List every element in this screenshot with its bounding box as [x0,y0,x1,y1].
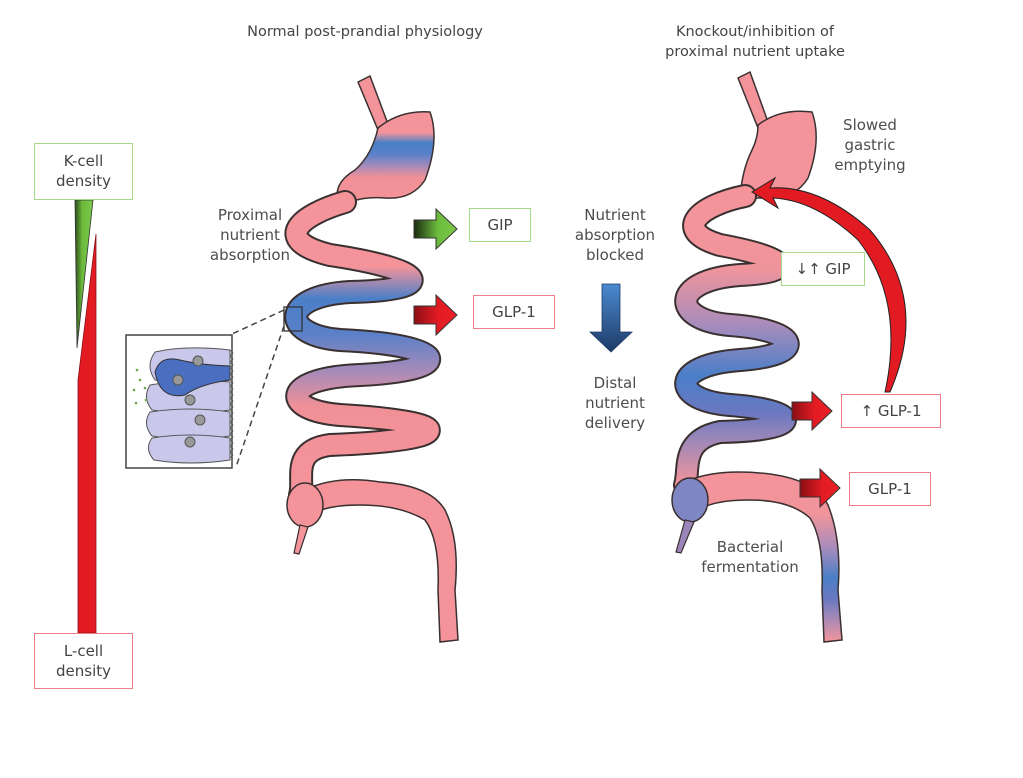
absorption-blocked-label: Nutrient absorption blocked [574,206,656,264]
slowed-gastric-emptying-label: Slowed gastric emptying [834,116,906,174]
normal-panel-title: Normal post-prandial physiology [247,24,483,40]
normal-esophagus [357,74,389,132]
ko-gip-label: ↓↑ GIP [781,252,865,286]
ko-glp1-arrow-upper [791,390,833,432]
gip-label: GIP [469,208,531,242]
ko-glp1-label: GLP-1 [849,472,931,506]
knockout-gut [671,70,843,643]
zoom-region-marker [283,306,303,332]
gip-arrow [413,207,458,251]
enteroendocrine-cell [154,358,231,397]
ko-caecum [671,477,709,523]
ko-glp1-arrow-lower [799,467,841,509]
feedback-arrow [751,176,907,393]
l-cell-density-label: L-cell density [34,633,133,689]
bacterial-fermentation-label: Bacterial fermentation [701,538,799,576]
ko-appendix [675,519,695,554]
ko-glp1-up-label: ↑ GLP-1 [841,394,941,428]
normal-appendix [293,524,309,555]
distal-delivery-label: Distal nutrient delivery [584,374,646,432]
glp1-arrow [413,293,458,337]
distal-delivery-arrow [589,283,633,353]
normal-caecum [286,482,324,528]
k-cell-density-wedge [74,199,94,349]
ko-esophagus [737,70,769,130]
ko-stomach [739,110,817,199]
normal-colon [304,479,459,643]
enteroendocrine-cell-inset [125,334,234,469]
normal-gut [231,74,459,643]
proximal-absorption-label: Proximal nutrient absorption [209,206,291,264]
normal-stomach [336,111,435,208]
k-cell-density-label: K-cell density [34,143,133,200]
glp1-label: GLP-1 [473,295,555,329]
knockout-panel-title: Knockout/inhibition of proximal nutrient… [665,24,845,60]
